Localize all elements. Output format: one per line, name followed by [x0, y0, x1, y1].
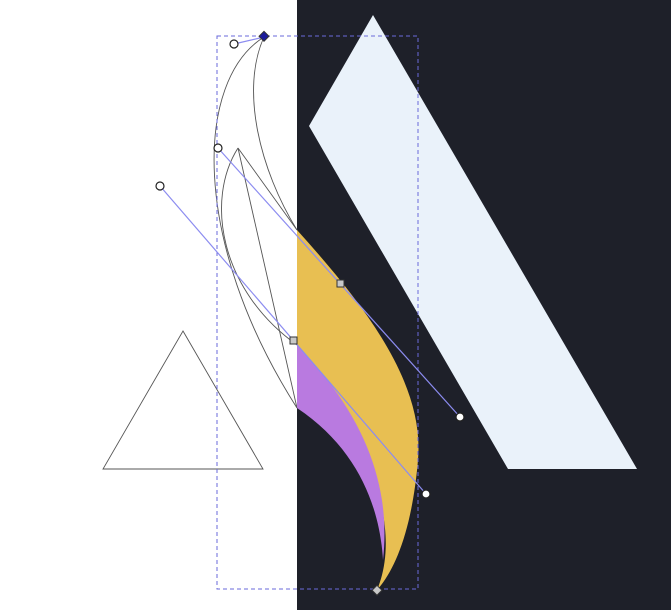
flame-purple-shape[interactable] [297, 345, 385, 560]
bezier-handle-top-left[interactable] [229, 39, 239, 49]
path-node-bottom[interactable] [371, 584, 383, 596]
bezier-handle-far-left[interactable] [155, 181, 165, 191]
light-background-panel [0, 0, 297, 610]
path-node-upper[interactable] [336, 279, 345, 288]
selected-path-node-top[interactable] [258, 30, 270, 42]
small-triangle-outline[interactable] [102, 330, 264, 470]
light-parallelogram-shape[interactable] [309, 15, 637, 469]
bezier-handle-right-upper[interactable] [455, 412, 465, 422]
bezier-handle-upper-left[interactable] [213, 143, 223, 153]
handle-line-top [233, 36, 265, 45]
flame-outline-inner [253, 36, 298, 231]
flame-orange-shape[interactable] [297, 230, 419, 590]
flame-outline-middle [221, 147, 298, 346]
path-node-middle[interactable] [289, 336, 298, 345]
selection-bounding-box [216, 35, 419, 590]
bezier-handle-right-lower[interactable] [421, 489, 431, 499]
flame-outline-outer [213, 36, 298, 409]
